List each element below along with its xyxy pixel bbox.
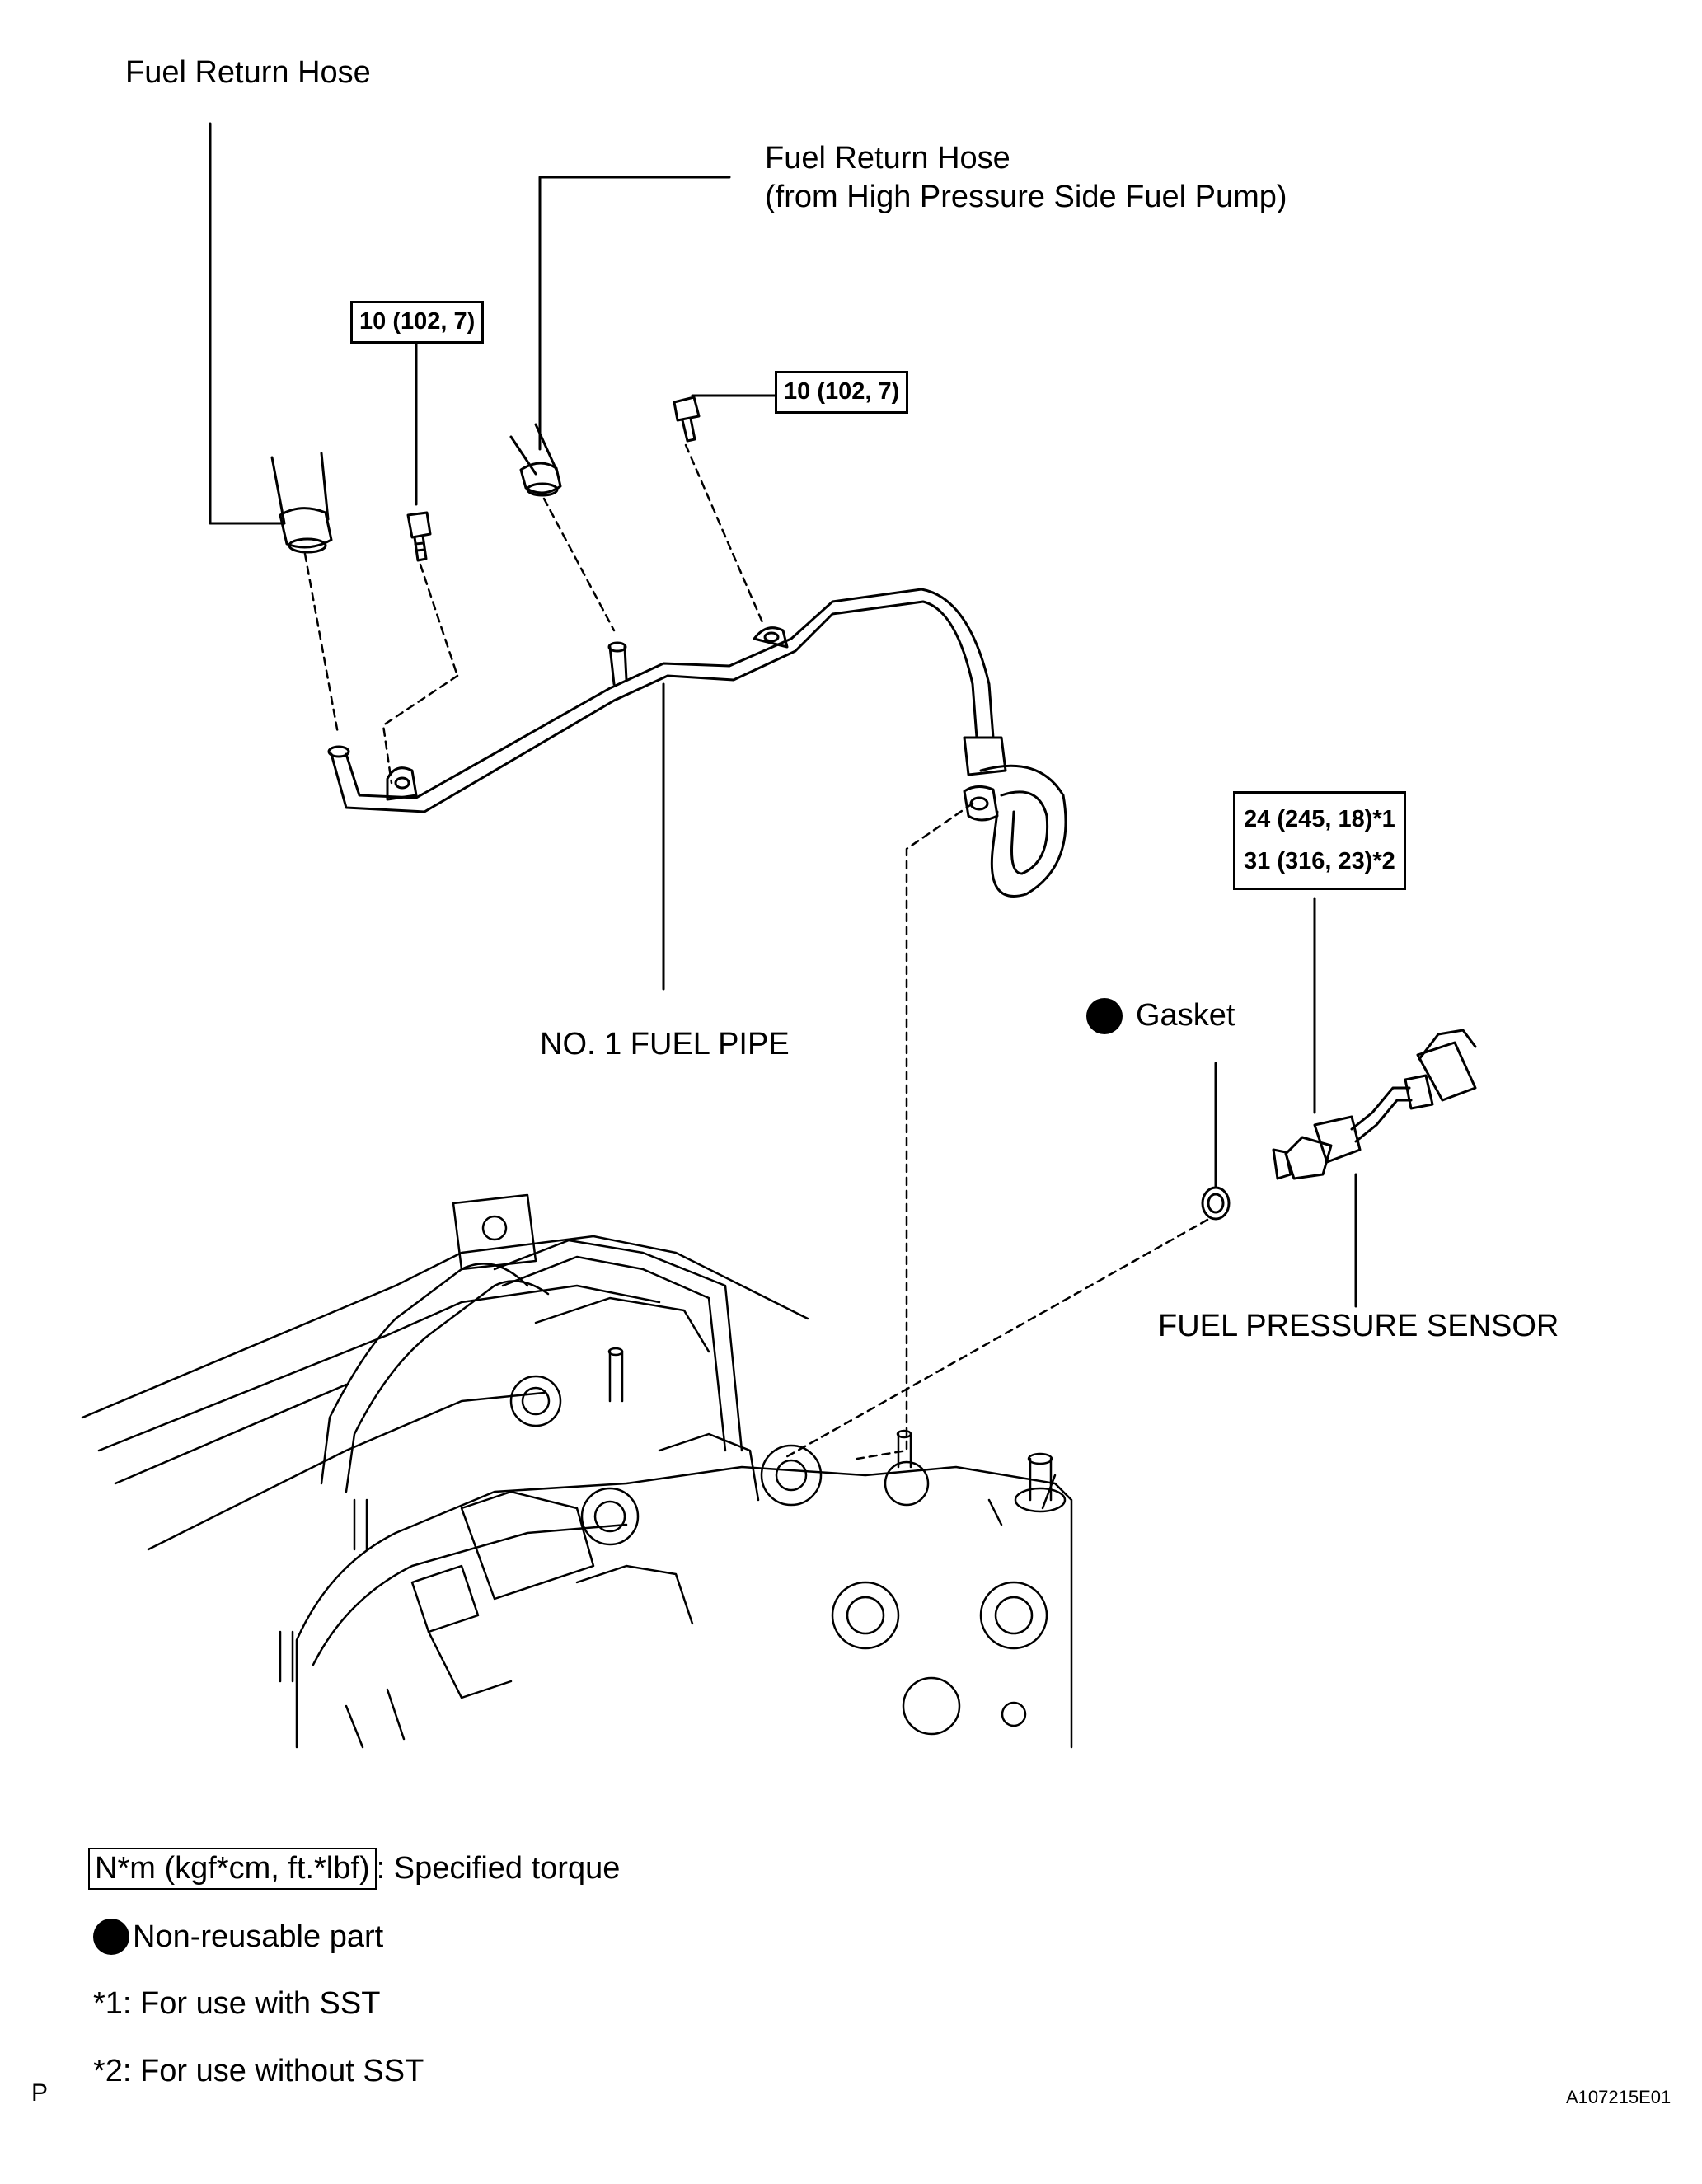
label-gasket: Gasket — [1136, 998, 1235, 1033]
legend-note2-text: *2: For use without SST — [93, 2054, 424, 2088]
non-reusable-dot-icon — [1086, 997, 1123, 1034]
left-bolt — [406, 511, 432, 562]
torque-box-sensor: 24 (245, 18)*1 31 (316, 23)*2 — [1233, 791, 1406, 890]
gasket-part — [1201, 1186, 1231, 1221]
legend-note2: *2: For use without SST — [93, 2054, 424, 2089]
legend-note1: *1: For use with SST — [93, 1986, 380, 2022]
right-bolt — [673, 396, 701, 443]
legend-note1-text: *1: For use with SST — [93, 1986, 381, 2021]
torque-box-right-bolt: 10 (102, 7) — [775, 371, 909, 414]
fuel-return-hose-part — [270, 452, 333, 554]
hp-fuel-return-hose-part — [509, 423, 562, 497]
legend-unit-box: N*m (kgf*cm, ft.*lbf) — [88, 1848, 377, 1890]
engine-part — [81, 1193, 1073, 1749]
legend-torque-row: N*m (kgf*cm, ft.*lbf) : Specified torque — [88, 1848, 620, 1890]
torque-sensor-line1: 24 (245, 18)*1 — [1244, 806, 1395, 832]
torque-box-left-bolt: 10 (102, 7) — [350, 301, 485, 344]
fuel-pressure-sensor-part — [1272, 1029, 1477, 1180]
label-no1-fuel-pipe: NO. 1 FUEL PIPE — [540, 1027, 790, 1062]
figure-code: A107215E01 — [1566, 2087, 1672, 2107]
gasket-label-row: Gasket — [1086, 997, 1235, 1035]
label-fuel-return-hose-hp-line2: (from High Pressure Side Fuel Pump) — [765, 180, 1287, 214]
no1-fuel-pipe-part — [327, 588, 1067, 898]
legend-unit-desc: : Specified torque — [376, 1851, 621, 1886]
footer-left-mark: P — [31, 2079, 49, 2107]
legend-dot-icon — [93, 1919, 129, 1955]
label-fuel-pressure-sensor: FUEL PRESSURE SENSOR — [1158, 1309, 1559, 1343]
label-fuel-return-hose-hp-line1: Fuel Return Hose — [765, 141, 1010, 176]
leader-fuel-return-hose — [209, 122, 286, 525]
legend-non-reusable: Non-reusable part — [133, 1919, 384, 1954]
legend-non-reusable-row: Non-reusable part — [93, 1919, 383, 1955]
label-fuel-return-hose: Fuel Return Hose — [125, 55, 371, 90]
torque-sensor-line2: 31 (316, 23)*2 — [1244, 847, 1395, 874]
leader-fuel-return-hose-hp — [538, 176, 731, 451]
